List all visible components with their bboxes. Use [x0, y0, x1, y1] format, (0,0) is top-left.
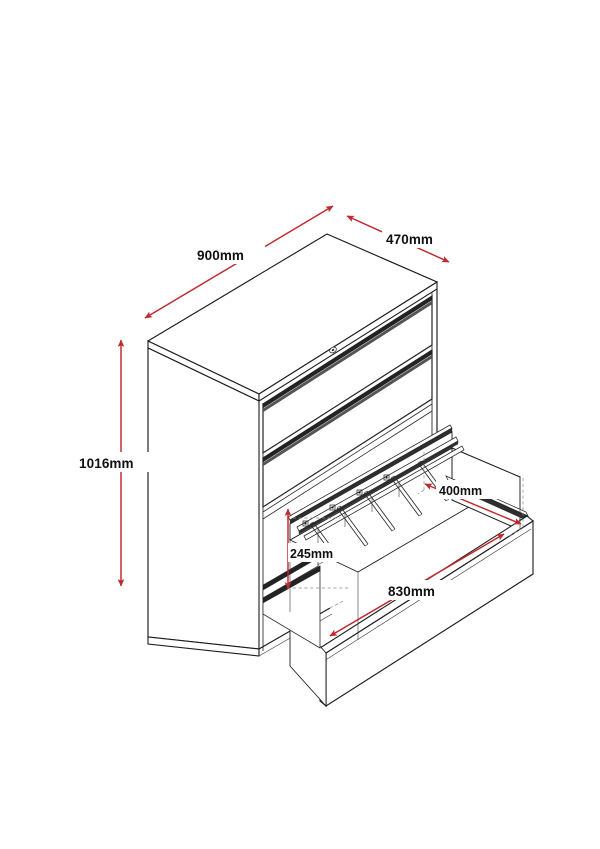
dimension-900mm: 900mm [144, 205, 334, 319]
hanging-rail-cross-3 [363, 490, 396, 532]
drawer-top-gap-highlight [262, 300, 433, 413]
dimension-830mm-ext-2 [329, 599, 346, 609]
dimension-400mm-label-bg [436, 480, 508, 499]
hanging-rail-cross-4 [390, 475, 423, 517]
cam-lock [329, 346, 337, 354]
drawer-middle-gap-shadow [262, 349, 433, 463]
dimension-1016mm: 1016mm [76, 339, 160, 587]
dimension-245mm-label: 245mm [290, 547, 333, 561]
drawer-front-top-bottom-edge [262, 344, 433, 454]
dimension-1016mm-label: 1016mm [79, 456, 134, 471]
dimension-830mm: 830mm [329, 527, 524, 637]
dimension-470mm: 470mm [346, 215, 454, 263]
dimension-470mm-label: 470mm [386, 232, 433, 247]
dimension-400mm-ext-1b [417, 489, 425, 495]
cam-lock-keyhole [331, 348, 335, 352]
drawer-front-middle-bottom-edge [262, 398, 433, 508]
drawer-middle-gap-highlight [262, 354, 433, 467]
dimension-830mm-label: 830mm [388, 584, 435, 599]
cabinet-carcass [146, 233, 439, 657]
cabinet-left-side-panel [147, 347, 260, 650]
dimension-830mm-label-bg [385, 580, 457, 600]
dimension-900mm-label-bg [193, 244, 265, 264]
dimension-830mm-ext-1 [508, 527, 524, 537]
dimension-1016mm-label-bg [76, 452, 160, 472]
drawer-top-gap-shadow [262, 295, 433, 409]
dimension-470mm-label-bg [382, 228, 454, 248]
hanging-rail-clips [302, 474, 390, 527]
dimension-400mm-label: 400mm [439, 484, 482, 498]
dimension-400mm: 400mm [417, 452, 524, 528]
dimension-900mm-label: 900mm [197, 248, 244, 263]
drawer-left-outer-accent [262, 565, 321, 604]
